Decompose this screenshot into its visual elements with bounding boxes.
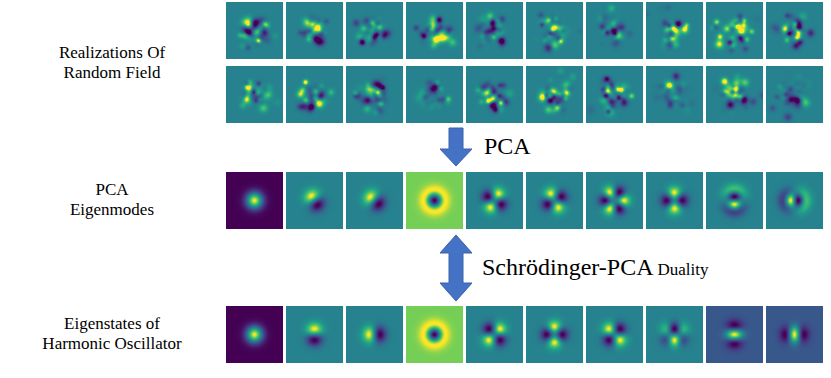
field-tile (706, 66, 763, 123)
field-tile (586, 2, 643, 59)
field-tile (406, 66, 463, 123)
field-tile (286, 172, 343, 229)
field-tile (226, 2, 283, 59)
field-tile (406, 2, 463, 59)
field-tile (646, 2, 703, 59)
step-label: PCA (484, 132, 531, 161)
field-tile (346, 306, 403, 363)
field-tile (526, 2, 583, 59)
row-label: Realizations Of Random Field (50, 43, 175, 84)
row-label: PCA Eigenmodes (62, 180, 162, 221)
field-tile (466, 2, 523, 59)
field-tile (766, 66, 823, 123)
row-label: Eigenstates of Harmonic Oscillator (37, 314, 187, 355)
field-tile (586, 66, 643, 123)
field-tile (706, 2, 763, 59)
field-tile (646, 66, 703, 123)
field-tile (766, 2, 823, 59)
field-tile (346, 66, 403, 123)
duality-title: Schrödinger-PCA (482, 254, 654, 281)
duality-label: Schrödinger-PCADuality (482, 254, 709, 281)
field-tile (346, 172, 403, 229)
field-tile (766, 306, 823, 363)
field-tile (286, 66, 343, 123)
field-tile (526, 306, 583, 363)
field-tile (706, 306, 763, 363)
double-arrow (440, 235, 472, 301)
field-tile (226, 172, 283, 229)
field-tile (226, 66, 283, 123)
field-tile (646, 306, 703, 363)
field-tile (646, 172, 703, 229)
field-tile (466, 172, 523, 229)
field-tile (526, 66, 583, 123)
field-tile (706, 172, 763, 229)
field-tile (286, 2, 343, 59)
field-tile (526, 172, 583, 229)
field-tile (586, 306, 643, 363)
down-arrow (440, 128, 472, 166)
field-tile (346, 2, 403, 59)
field-tile (466, 306, 523, 363)
field-tile (286, 306, 343, 363)
duality-word: Duality (658, 260, 709, 280)
field-tile (586, 172, 643, 229)
field-tile (406, 172, 463, 229)
field-tile (466, 66, 523, 123)
field-tile (766, 172, 823, 229)
field-tile (226, 306, 283, 363)
field-tile (406, 306, 463, 363)
